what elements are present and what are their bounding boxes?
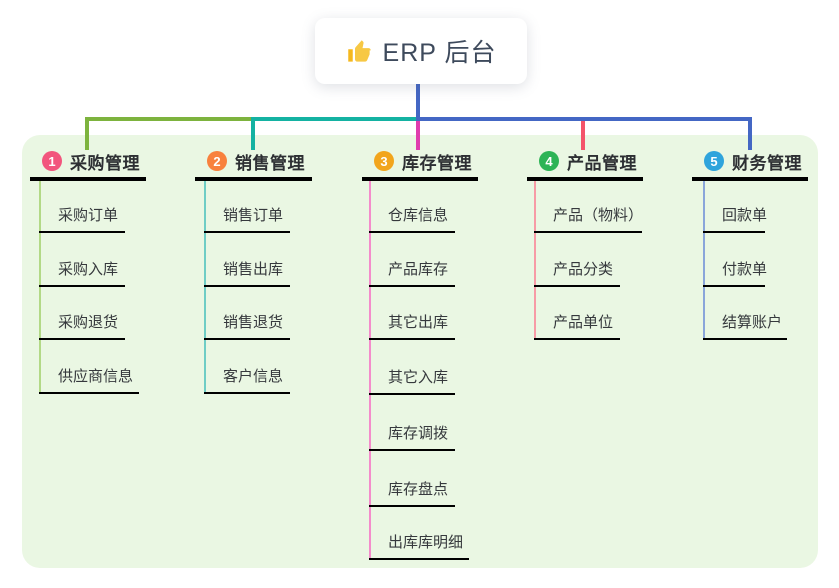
branch-header-product[interactable]: 4 产品管理 <box>527 145 643 181</box>
node-product-unit[interactable]: 产品单位 <box>534 302 620 340</box>
branch-label-purchase: 采购管理 <box>70 153 140 173</box>
node-sales-outbound[interactable]: 销售出库 <box>204 249 290 287</box>
background-panel <box>22 135 818 568</box>
badge-3: 3 <box>374 151 394 171</box>
branch-spine-purchase <box>39 181 41 394</box>
connector-bus-green <box>85 117 253 121</box>
branch-header-purchase[interactable]: 1 采购管理 <box>30 145 146 181</box>
node-label: 销售退货 <box>223 314 284 331</box>
node-label: 销售出库 <box>223 261 284 278</box>
badge-4: 4 <box>539 151 559 171</box>
node-payment-doc[interactable]: 付款单 <box>703 249 768 287</box>
node-label: 采购退货 <box>58 314 119 331</box>
connector-bus-blue <box>416 117 752 121</box>
node-label: 结算账户 <box>722 314 783 331</box>
node-label: 销售订单 <box>223 207 284 224</box>
node-label: 采购入库 <box>58 261 119 278</box>
node-label: 客户信息 <box>223 368 284 385</box>
node-outbound-detail[interactable]: 出库库明细 <box>369 522 469 560</box>
node-warehouse-info[interactable]: 仓库信息 <box>369 195 455 233</box>
branch-spine-sales <box>204 181 206 394</box>
branch-spine-product <box>534 181 536 340</box>
connector-bus-teal <box>251 117 420 121</box>
node-label: 产品单位 <box>553 314 614 331</box>
node-purchase-inbound[interactable]: 采购入库 <box>39 249 125 287</box>
node-label: 供应商信息 <box>58 368 134 385</box>
branch-label-product: 产品管理 <box>567 153 637 173</box>
connector-drop-branch5 <box>748 117 752 150</box>
node-label: 其它入库 <box>388 369 449 386</box>
branch-header-inventory[interactable]: 3 库存管理 <box>362 145 478 181</box>
node-stock-count[interactable]: 库存盘点 <box>369 469 455 507</box>
node-customer-info[interactable]: 客户信息 <box>204 356 290 394</box>
node-product-material[interactable]: 产品（物料） <box>534 195 644 233</box>
branch-label-inventory: 库存管理 <box>402 153 472 173</box>
node-product-category[interactable]: 产品分类 <box>534 249 620 287</box>
node-label: 库存调拨 <box>388 425 449 442</box>
node-label: 产品库存 <box>388 261 449 278</box>
node-label: 采购订单 <box>58 207 119 224</box>
node-purchase-order[interactable]: 采购订单 <box>39 195 125 233</box>
root-node[interactable]: ERP 后台 <box>315 18 527 84</box>
node-purchase-return[interactable]: 采购退货 <box>39 302 125 340</box>
branch-label-sales: 销售管理 <box>235 153 305 173</box>
thumbs-up-icon <box>346 38 373 65</box>
connector-drop-branch4 <box>581 121 585 150</box>
node-label: 出库库明细 <box>388 534 464 551</box>
node-receipt-doc[interactable]: 回款单 <box>703 195 768 233</box>
node-settlement-account[interactable]: 结算账户 <box>703 302 787 340</box>
badge-2: 2 <box>207 151 227 171</box>
node-label: 产品（物料） <box>553 207 644 224</box>
connector-drop-branch2 <box>251 117 255 150</box>
node-product-stock[interactable]: 产品库存 <box>369 249 455 287</box>
node-stock-transfer[interactable]: 库存调拨 <box>369 413 455 451</box>
branch-header-sales[interactable]: 2 销售管理 <box>195 145 312 181</box>
node-label: 回款单 <box>722 207 768 224</box>
node-supplier-info[interactable]: 供应商信息 <box>39 356 139 394</box>
node-sales-order[interactable]: 销售订单 <box>204 195 290 233</box>
badge-5: 5 <box>704 151 724 171</box>
node-other-outbound[interactable]: 其它出库 <box>369 302 455 340</box>
node-label: 产品分类 <box>553 261 614 278</box>
badge-1: 1 <box>42 151 62 171</box>
branch-spine-inventory <box>369 181 371 560</box>
connector-root-line <box>416 84 420 119</box>
branch-header-finance[interactable]: 5 财务管理 <box>692 145 808 181</box>
node-label: 仓库信息 <box>388 207 449 224</box>
root-node-label: ERP 后台 <box>382 39 497 67</box>
branch-spine-finance <box>703 181 705 340</box>
branch-label-finance: 财务管理 <box>732 153 802 173</box>
node-label: 付款单 <box>722 261 768 278</box>
node-other-inbound[interactable]: 其它入库 <box>369 357 455 395</box>
node-sales-return[interactable]: 销售退货 <box>204 302 290 340</box>
connector-drop-branch1 <box>85 117 89 150</box>
node-label: 其它出库 <box>388 314 449 331</box>
connector-drop-branch3 <box>416 121 420 150</box>
node-label: 库存盘点 <box>388 481 449 498</box>
